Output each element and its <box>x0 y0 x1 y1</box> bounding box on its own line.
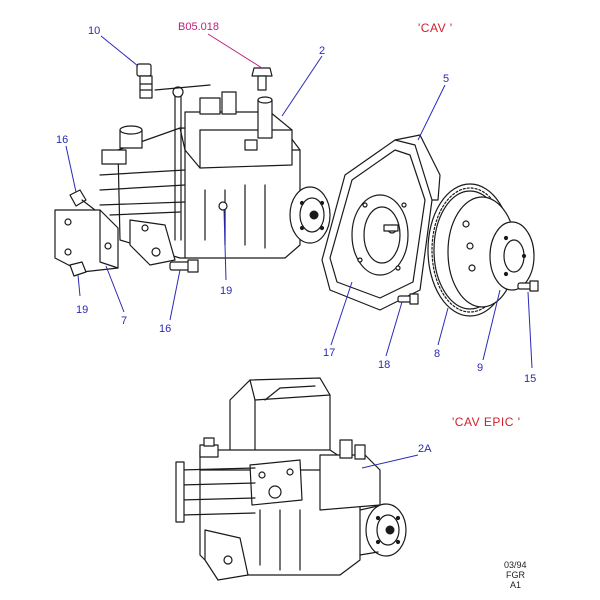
callout-7: 7 <box>121 315 127 327</box>
footer-reference: 03/94 FGR A1 <box>504 560 527 590</box>
cover-plate-part-5 <box>394 134 441 201</box>
callout-9: 9 <box>477 362 483 374</box>
title-cav-epic: 'CAV EPIC ' <box>452 415 521 429</box>
diagram-titles: 'CAV ' 'CAV EPIC ' B05.018 <box>178 21 521 429</box>
bolt-b05-018 <box>251 67 273 91</box>
footer-sheet: A1 <box>510 580 521 590</box>
callout-16-lower: 16 <box>159 323 171 335</box>
callout-2a: 2A <box>418 443 432 455</box>
adaptor-plate-part-17 <box>321 139 433 311</box>
callout-8: 8 <box>434 348 440 360</box>
callout-16-upper: 16 <box>56 134 68 146</box>
bolt-part-16-lower <box>169 259 199 273</box>
bolt-part-16-upper <box>69 189 96 211</box>
footer-date: 03/94 <box>504 560 527 570</box>
bolt-part-15 <box>517 280 539 292</box>
sensor-part-10 <box>136 63 153 99</box>
callout-numbers: 10 2 5 16 19 7 16 19 17 18 8 9 15 2A <box>56 25 536 455</box>
callout-15: 15 <box>524 373 536 385</box>
callout-5: 5 <box>443 73 449 85</box>
part-ref-label: B05.018 <box>178 21 219 33</box>
footer-code: FGR <box>506 570 525 580</box>
callout-19-center: 19 <box>220 285 232 297</box>
callout-10: 10 <box>88 25 100 37</box>
bolt-part-18 <box>397 293 419 305</box>
callout-18: 18 <box>378 359 390 371</box>
cav-epic-injection-pump <box>175 377 407 581</box>
bracket-part-7 <box>54 209 119 273</box>
leader-lines <box>65 33 533 469</box>
callout-2: 2 <box>319 45 325 57</box>
cav-injection-pump <box>99 84 331 266</box>
callout-19-left: 19 <box>76 304 88 316</box>
nut-part-19-left <box>69 261 87 277</box>
title-cav: 'CAV ' <box>418 21 453 35</box>
hub-plate-part-9 <box>489 221 535 291</box>
callout-17: 17 <box>323 347 335 359</box>
